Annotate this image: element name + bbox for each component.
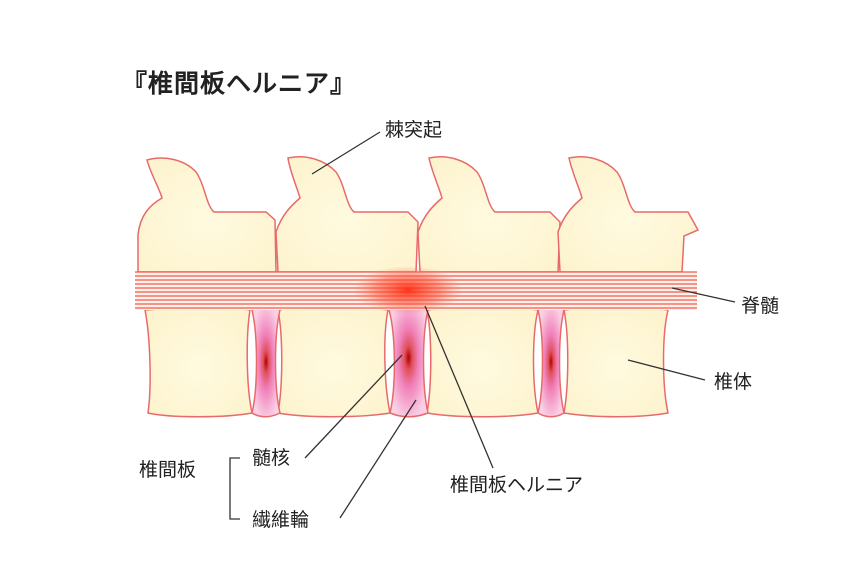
label-herniation: 椎間板ヘルニア bbox=[450, 474, 583, 496]
vertebral-bodies bbox=[144, 306, 669, 418]
vertebral-body-2 bbox=[277, 306, 391, 418]
leader-lines bbox=[229, 131, 736, 520]
vertebral-body-1 bbox=[144, 306, 253, 418]
label-annulus: 繊維輪 bbox=[252, 509, 309, 531]
label-disc: 椎間板 bbox=[139, 459, 196, 481]
disc-1 bbox=[251, 306, 281, 418]
spinous-process-3 bbox=[417, 156, 561, 273]
labels: 棘突起 脊髄 椎体 椎間板ヘルニア 椎間板 髄核 繊維輪 bbox=[139, 119, 779, 531]
vertebral-body-4 bbox=[563, 306, 669, 418]
diagram-title: 『椎間板ヘルニア』 bbox=[122, 69, 356, 98]
spinous-process-1 bbox=[137, 157, 277, 273]
leader-nucleus bbox=[304, 354, 403, 459]
herniation-compression bbox=[353, 266, 463, 314]
disc-herniated bbox=[388, 298, 429, 418]
spinous-processes bbox=[137, 156, 700, 273]
spinal-cord bbox=[135, 266, 697, 314]
disc-bracket bbox=[229, 457, 240, 520]
spinous-process-4 bbox=[557, 156, 700, 273]
vertebral-body-3 bbox=[426, 306, 539, 418]
leader-spinous-process bbox=[311, 131, 381, 175]
spinous-process-2 bbox=[275, 156, 419, 273]
leader-herniation bbox=[424, 305, 494, 469]
label-nucleus: 髄核 bbox=[252, 447, 290, 469]
disc-3 bbox=[537, 306, 565, 418]
leader-spinal-cord bbox=[671, 287, 736, 303]
label-vertebral-body: 椎体 bbox=[714, 371, 752, 393]
label-spinous-process: 棘突起 bbox=[385, 119, 442, 141]
leader-annulus bbox=[339, 399, 417, 519]
label-spinal-cord: 脊髄 bbox=[741, 295, 779, 317]
leader-vertebral-body bbox=[627, 359, 706, 381]
